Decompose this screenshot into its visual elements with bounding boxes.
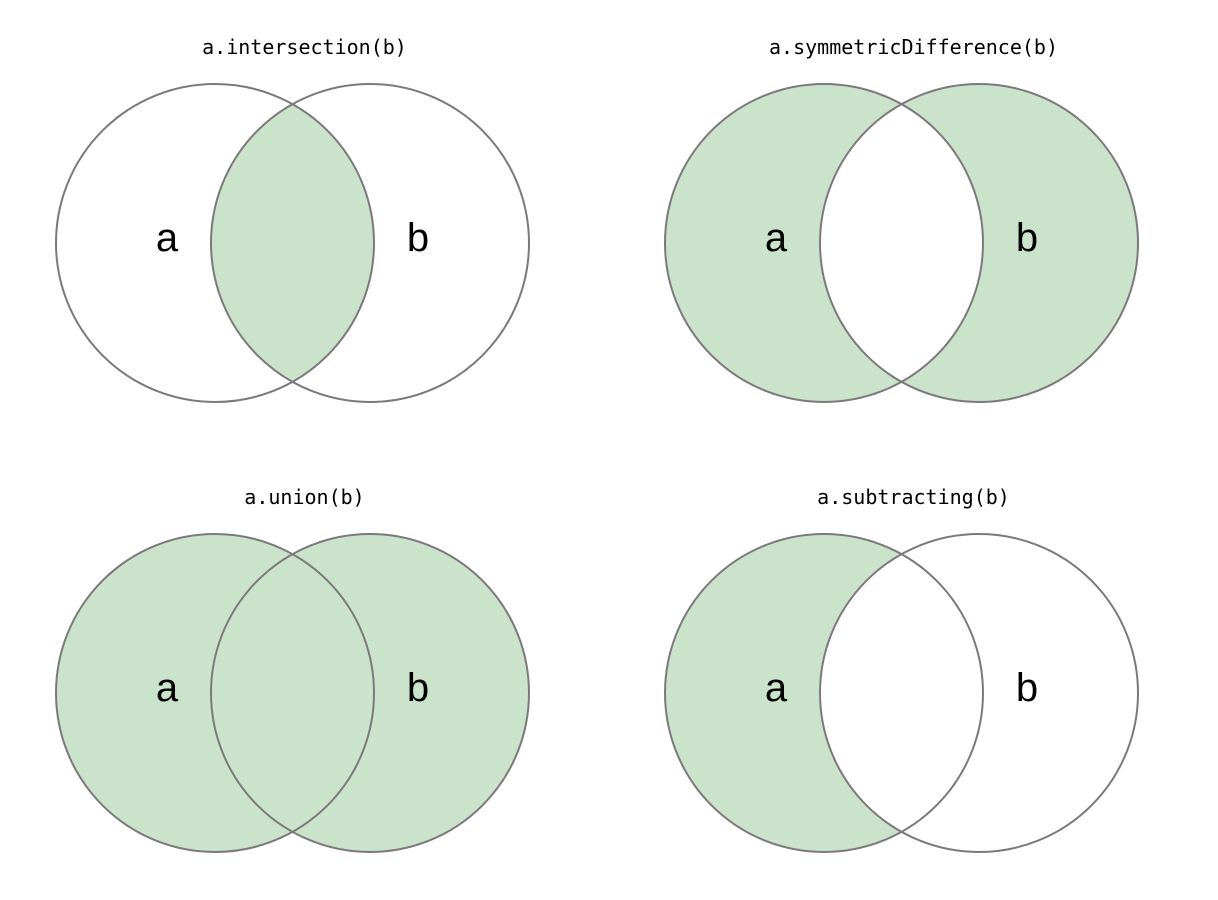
venn-svg-symmetric-difference: a b (609, 36, 1218, 450)
shaded-region-symmetric-difference (609, 36, 1218, 450)
circle-b-outline (210, 83, 530, 403)
venn-svg-union: a b (55, 533, 530, 853)
panel-title-union: a.union(b) (244, 485, 365, 509)
panel-intersection: a.intersection(b) a b (0, 0, 609, 450)
circle-b-outline (210, 533, 530, 853)
set-label-a: a (156, 666, 179, 710)
circle-a-outline (55, 533, 375, 853)
shaded-region-intersection (211, 84, 374, 402)
panel-title-intersection: a.intersection(b) (202, 35, 407, 59)
shaded-region-union (56, 534, 529, 852)
venn-svg-subtracting: a b (609, 486, 1218, 900)
set-label-b: b (407, 216, 429, 260)
panel-subtracting: a.subtracting(b) a (609, 450, 1218, 900)
set-label-b: b (1016, 216, 1038, 260)
venn-union: a b (0, 486, 609, 900)
set-label-a: a (765, 666, 788, 710)
set-label-a: a (765, 216, 788, 260)
circle-a-outline (664, 533, 984, 853)
circle-b-outline (819, 533, 1139, 853)
venn-intersection: a b (0, 36, 609, 450)
venn-symmetric-difference: a b (609, 36, 1218, 450)
venn-svg-intersection: a b (55, 83, 530, 403)
set-label-a: a (156, 216, 179, 260)
venn-subtracting: a b (609, 486, 1218, 900)
set-label-b: b (1016, 666, 1038, 710)
circle-a-outline (664, 83, 984, 403)
shaded-region-a-minus-b (609, 486, 1218, 900)
panel-symmetric-difference: a.symmetricDifference(b) (609, 0, 1218, 450)
set-label-b: b (407, 666, 429, 710)
circle-a-outline (55, 83, 375, 403)
circle-b-outline (819, 83, 1139, 403)
panel-union: a.union(b) a b (0, 450, 609, 900)
